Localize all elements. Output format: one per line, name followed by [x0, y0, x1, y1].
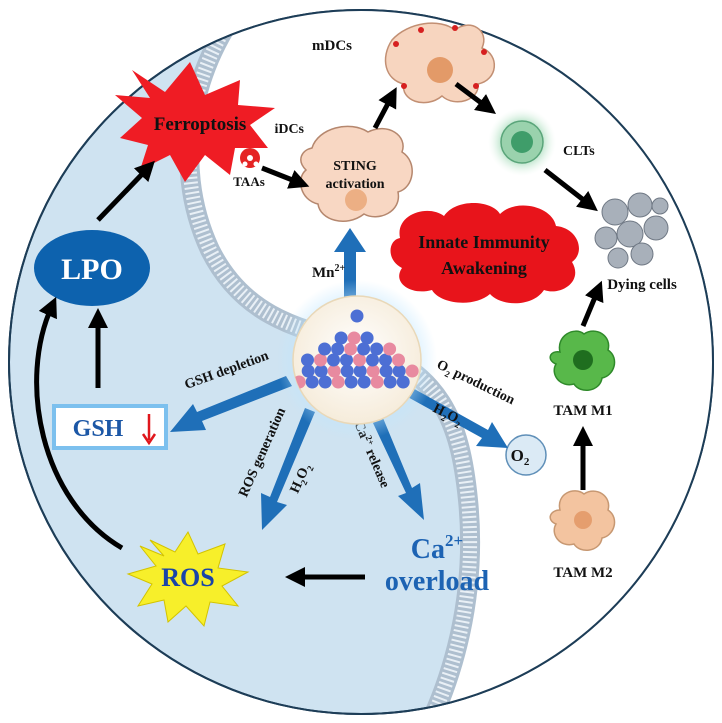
lpo-label: LPO — [61, 253, 123, 286]
nanoparticle-sphere — [383, 375, 397, 389]
nanoparticle-sphere — [360, 331, 374, 345]
nanoparticle-sphere — [366, 353, 379, 367]
sting-label-line1: STING — [333, 159, 377, 174]
nanoparticle-sphere — [327, 364, 341, 378]
nanoparticle-sphere — [301, 364, 315, 378]
nanoparticle-sphere — [327, 353, 340, 367]
innate-immunity-cloud — [390, 203, 579, 304]
nanoparticle-sphere — [405, 364, 419, 378]
mn-label: Mn2+ — [312, 263, 346, 281]
nanoparticle-sphere — [334, 331, 348, 345]
nanoparticle-core — [277, 280, 437, 440]
taas-label: TAAs — [233, 174, 265, 189]
nanoparticle-sphere — [396, 375, 410, 389]
nanoparticle-sphere — [314, 353, 327, 367]
ca-overload-line2: overload — [385, 566, 490, 597]
sting-label-line2: activation — [325, 177, 384, 192]
nanoparticle-sphere — [350, 309, 364, 323]
tam-m2-cell — [549, 490, 616, 551]
nanoparticle-sphere — [383, 342, 397, 356]
ros-label: ROS — [161, 563, 214, 592]
nanoparticle-sphere — [366, 364, 380, 378]
gsh-label: GSH — [73, 416, 124, 442]
innate-label-line2: Awakening — [441, 258, 527, 278]
nanoparticle-sphere — [314, 364, 328, 378]
nanoparticle-sphere — [379, 353, 392, 367]
nanoparticle-sphere — [318, 342, 332, 356]
nanoparticle-sphere — [340, 364, 354, 378]
tam-m2-label: TAM M2 — [553, 565, 612, 581]
nanoparticle-sphere — [370, 342, 384, 356]
ros-burst — [126, 530, 250, 628]
dying-cells-cluster — [594, 192, 669, 269]
ferroptosis-burst — [115, 62, 275, 182]
nanoparticle-sphere — [305, 375, 319, 389]
innate-label-line1: Innate Immunity — [418, 232, 550, 252]
nanoparticle-sphere — [392, 353, 405, 367]
nanoparticle-sphere — [344, 342, 358, 356]
gsh-down-arrow-icon — [141, 414, 157, 446]
nanoparticle-sphere — [331, 342, 345, 356]
lpo-ellipse — [34, 230, 150, 306]
nanoparticle-sphere — [353, 353, 366, 367]
ferroptosis-label: Ferroptosis — [154, 114, 247, 135]
nanoparticle-sphere — [301, 353, 314, 367]
mdcs-label: mDCs — [312, 38, 352, 54]
ca-overload-label: Ca2+ — [411, 531, 463, 565]
tam-m1-label: TAM M1 — [553, 403, 612, 419]
tam-m1-cell — [549, 330, 616, 391]
nanoparticle-sphere — [370, 375, 384, 389]
nanoparticle-sphere — [392, 364, 406, 378]
idcs-label: iDCs — [274, 122, 304, 137]
taas-antigen-icon — [240, 148, 260, 168]
dying-cells-label: Dying cells — [607, 277, 677, 293]
h2o2-o2-label: H2O2 — [430, 401, 466, 430]
nanoparticle-sphere — [353, 364, 367, 378]
nanoparticle-sphere — [357, 342, 371, 356]
clts-label: CLTs — [563, 144, 595, 159]
nanoparticle-sphere — [318, 375, 332, 389]
h2o2-ros-label: H2O2 — [288, 461, 316, 496]
nanoparticle-sphere — [340, 353, 353, 367]
nanoparticle-sphere — [331, 375, 345, 389]
o2-circle — [505, 434, 547, 476]
black-flow-arrows — [34, 82, 604, 587]
nanoparticle-sphere — [379, 364, 393, 378]
o2-label: O2 — [511, 446, 530, 468]
nanoparticle-sphere — [344, 375, 358, 389]
nanoparticle-sphere — [347, 331, 361, 345]
cytotoxic-t-cell — [488, 108, 556, 176]
nanoparticle-sphere — [357, 375, 371, 389]
mature-dendritic-cell — [384, 22, 496, 104]
